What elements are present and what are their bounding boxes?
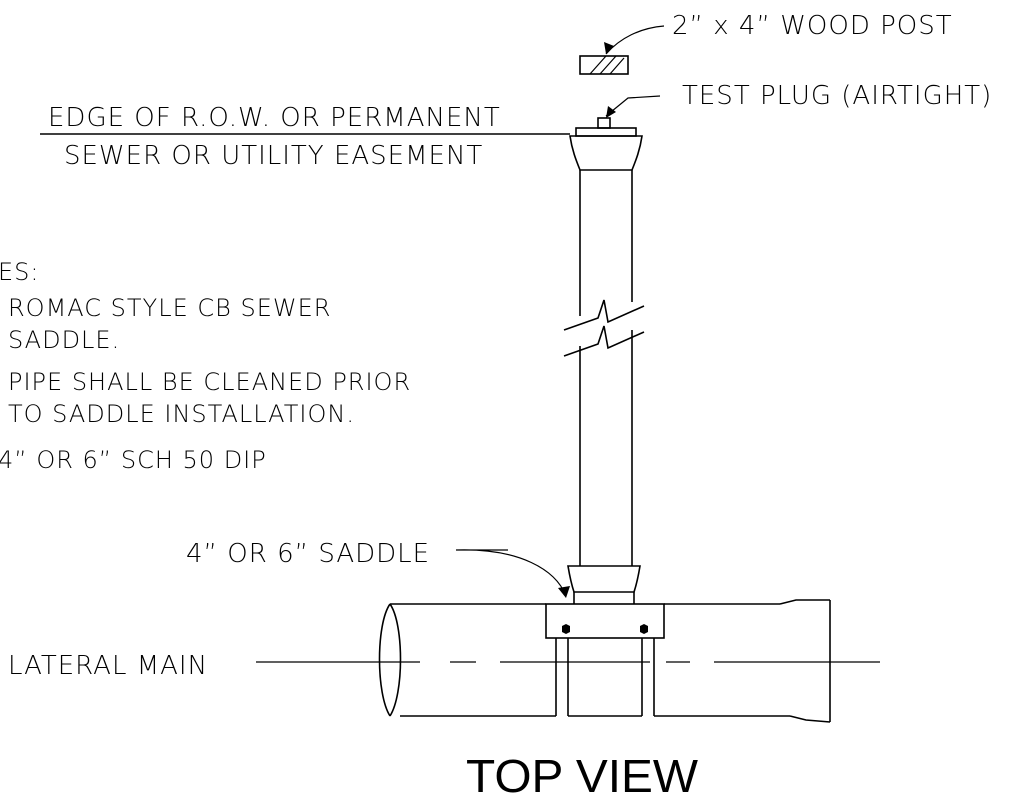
wood-post-leader xyxy=(605,25,665,55)
saddle-arrow xyxy=(558,586,570,598)
note-line-5: 4” OR 6” SCH 50 DIP xyxy=(0,446,267,474)
lateral-main-label: LATERAL MAIN xyxy=(8,651,208,681)
saddle-bolt-left xyxy=(555,624,570,716)
test-plug xyxy=(597,117,611,129)
lateral-main-pipe xyxy=(378,599,831,723)
wood-post-label: 2” x 4” WOOD POST xyxy=(672,11,953,41)
saddle-leader xyxy=(455,549,567,597)
note-line-4: TO SADDLE INSTALLATION. xyxy=(8,400,355,428)
saddle-label: 4” OR 6” SADDLE xyxy=(186,539,430,569)
note-line-1: ROMAC STYLE CB SEWER xyxy=(8,294,331,322)
test-plug-label: TEST PLUG (AIRTIGHT) xyxy=(682,81,992,111)
saddle-body xyxy=(545,603,665,639)
view-title: TOP VIEW xyxy=(466,750,699,799)
row-label-line2: SEWER OR UTILITY EASEMENT xyxy=(64,141,483,171)
wood-post xyxy=(579,55,629,75)
note-line-2: SADDLE. xyxy=(8,326,120,354)
riser-bell xyxy=(567,565,641,593)
row-label-line1: EDGE OF R.O.W. OR PERMANENT xyxy=(48,103,501,133)
riser-pipe xyxy=(569,127,643,566)
test-plug-arrow xyxy=(606,106,616,118)
note-line-3: PIPE SHALL BE CLEANED PRIOR xyxy=(8,368,411,396)
wood-post-arrow xyxy=(604,42,614,54)
break-symbol xyxy=(563,299,645,357)
notes-block: ES: ROMAC STYLE CB SEWER SADDLE. PIPE SH… xyxy=(0,258,411,474)
saddle-bolt-right xyxy=(640,624,655,716)
notes-heading: ES: xyxy=(0,258,39,286)
